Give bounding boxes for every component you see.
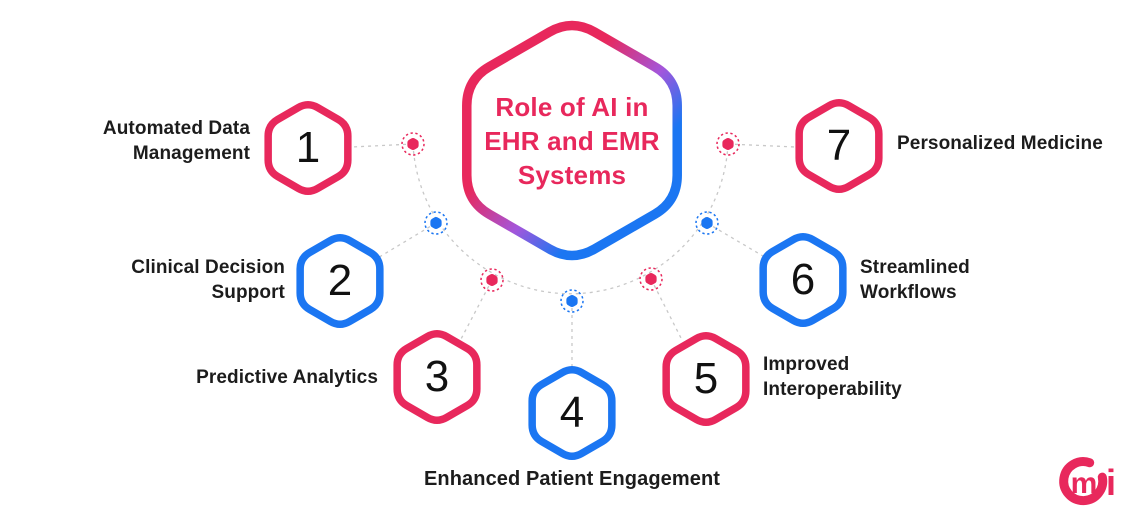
hexagon-number-3: 3 (424, 352, 450, 401)
central-title-line-3: Systems (517, 160, 627, 190)
connector-line-5 (650, 278, 683, 341)
item-label-2: Clinical Decision Support (131, 257, 285, 303)
item-label-3: Predictive Analytics (196, 367, 378, 388)
connector-arc (412, 143, 729, 295)
connector-line-7 (727, 143, 796, 148)
hexagon-3 (393, 330, 481, 424)
connector-line-6 (706, 222, 769, 260)
logo-c-ring (1059, 457, 1108, 506)
hexagon-number-6: 6 (790, 255, 816, 304)
hexagon-1 (264, 101, 352, 195)
node-5 (639, 267, 663, 291)
item-label-7: Personalized Medicine (897, 133, 1103, 154)
node-4 (560, 289, 584, 313)
node-2 (424, 211, 448, 235)
node-3 (480, 268, 504, 292)
hexagon-number-5: 5 (693, 354, 719, 403)
node-6 (695, 211, 719, 235)
hexagon-5 (662, 332, 750, 426)
item-label-5: Improved Interoperability (763, 354, 902, 400)
hexagon-number-4: 4 (559, 388, 585, 437)
node-7 (716, 132, 740, 156)
connector-line-1 (351, 143, 414, 148)
central-title-line-1: Role of AI in (495, 92, 649, 122)
logo-letter-m: m (1071, 467, 1098, 500)
logo-letter-i: i (1106, 462, 1116, 503)
cmi-logo: m i (1059, 457, 1116, 506)
hexagon-number-7: 7 (826, 121, 852, 170)
item-label-4: Enhanced Patient Engagement (423, 468, 721, 490)
item-label-6: Streamlined Workflows (860, 257, 970, 303)
connector-line-2 (375, 222, 437, 260)
central-title: Role of AI in EHR and EMR Systems (442, 90, 702, 192)
hexagon-2 (296, 234, 384, 328)
hexagon-7 (795, 99, 883, 193)
hexagon-number-1: 1 (295, 123, 321, 172)
central-title-line-2: EHR and EMR (484, 126, 660, 156)
hexagon-number-2: 2 (327, 256, 353, 305)
hexagon-6 (759, 233, 847, 327)
hexagon-4 (528, 366, 616, 460)
node-1 (401, 132, 425, 156)
item-label-1: Automated Data Management (102, 118, 250, 164)
central-hexagon (462, 20, 682, 261)
